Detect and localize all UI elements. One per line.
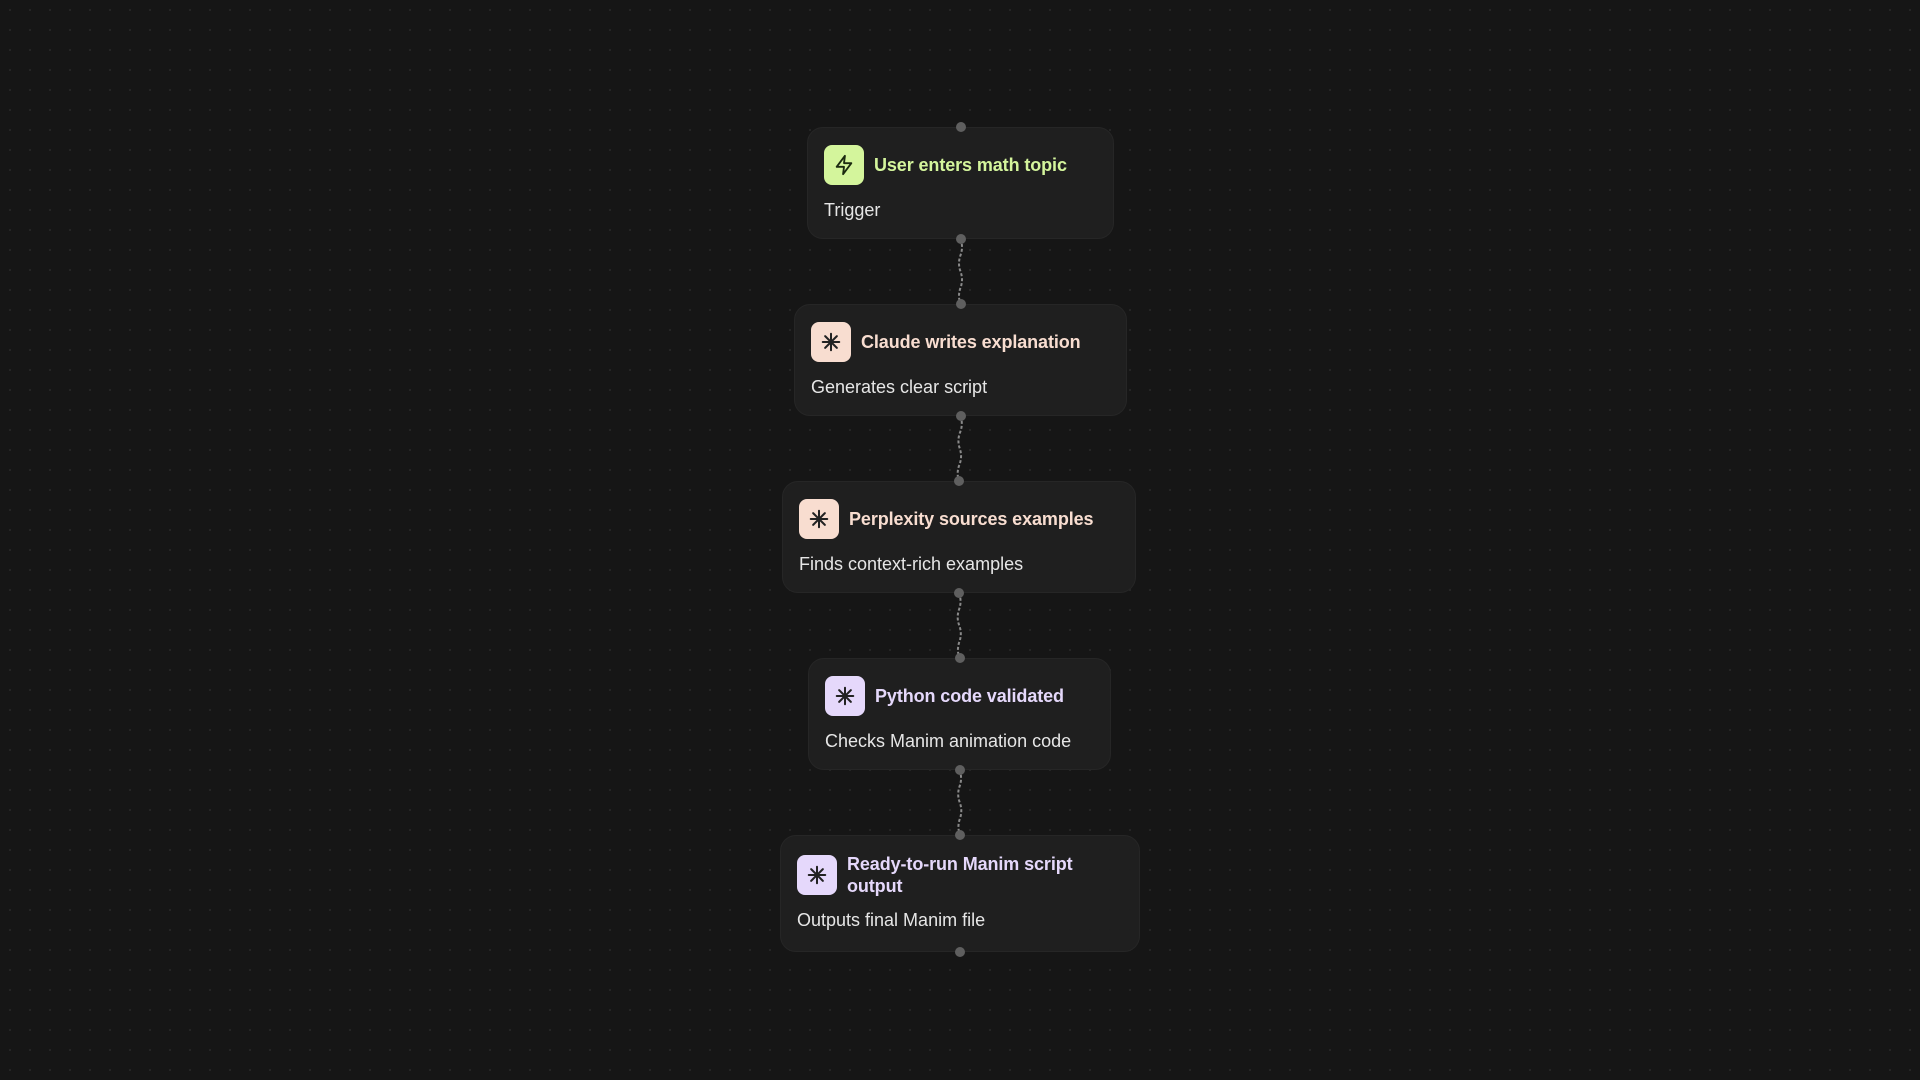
output-port[interactable]	[955, 411, 966, 421]
workflow-node-claude[interactable]: Claude writes explanation Generates clea…	[794, 299, 1127, 421]
output-port[interactable]	[954, 588, 964, 598]
node-title: Ready-to-run Manim script output	[847, 854, 1073, 896]
node-header: Python code validated	[825, 676, 1094, 716]
workflow-node-perplexity[interactable]: Perplexity sources examples Finds contex…	[782, 476, 1136, 598]
connector-edge	[956, 592, 962, 659]
node-header: Claude writes explanation	[811, 322, 1110, 362]
node-title: User enters math topic	[874, 155, 1067, 175]
input-port[interactable]	[954, 476, 964, 486]
output-port[interactable]	[955, 234, 966, 244]
lightning-icon	[824, 145, 864, 185]
node-subtitle: Outputs final Manim file	[797, 910, 986, 930]
node-header: Ready-to-run Manim script output	[797, 853, 1123, 897]
input-port[interactable]	[955, 122, 966, 132]
workflow-node-python-validation[interactable]: Python code validated Checks Manim anima…	[808, 653, 1111, 775]
node-title: Claude writes explanation	[861, 332, 1081, 352]
output-port[interactable]	[954, 765, 965, 775]
node-title: Python code validated	[875, 686, 1064, 706]
node-subtitle: Checks Manim animation code	[825, 731, 1072, 751]
asterisk-icon	[799, 499, 839, 539]
node-header: Perplexity sources examples	[799, 499, 1119, 539]
node-header: User enters math topic	[824, 145, 1097, 185]
input-port[interactable]	[955, 299, 966, 309]
asterisk-icon	[825, 676, 865, 716]
node-subtitle: Finds context-rich examples	[799, 554, 1024, 574]
output-port[interactable]	[955, 947, 965, 957]
connector-edge	[957, 769, 963, 836]
node-subtitle: Generates clear script	[811, 377, 988, 397]
workflow-node-output[interactable]: Ready-to-run Manim script output Outputs…	[780, 830, 1140, 957]
connector-edge	[956, 415, 963, 482]
workflow-node-trigger[interactable]: User enters math topic Trigger	[807, 122, 1114, 244]
node-subtitle: Trigger	[824, 200, 881, 220]
connector-edge	[958, 238, 963, 305]
input-port[interactable]	[954, 653, 965, 663]
asterisk-icon	[811, 322, 851, 362]
node-title: Perplexity sources examples	[849, 509, 1094, 529]
input-port[interactable]	[955, 830, 965, 840]
asterisk-icon	[797, 855, 837, 895]
